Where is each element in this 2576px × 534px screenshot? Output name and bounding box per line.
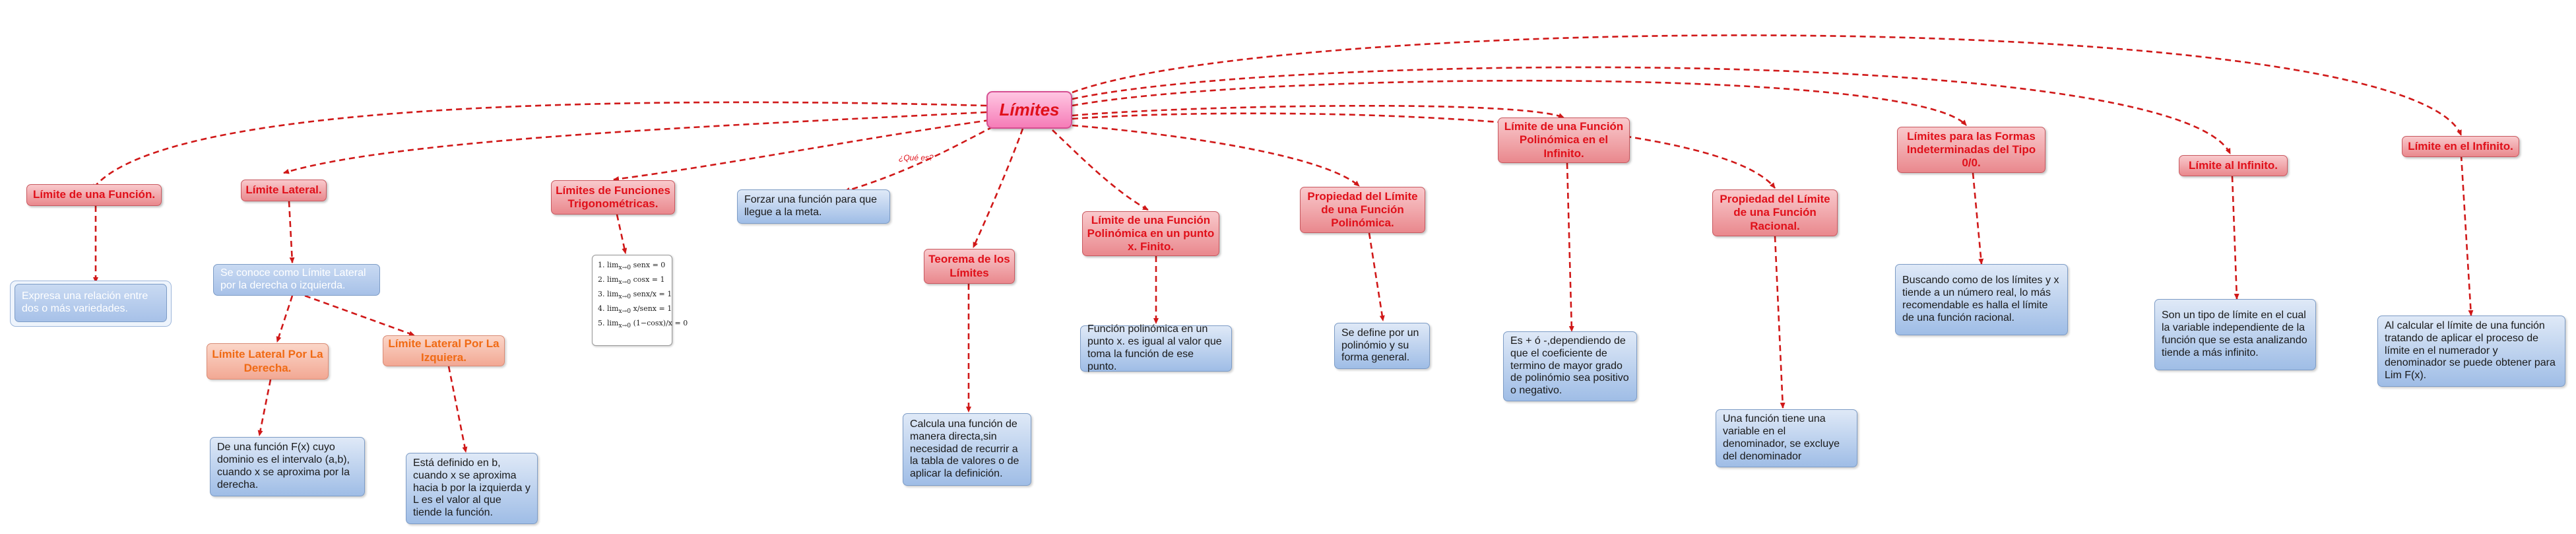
- note-text: Se conoce como Límite Lateral por la der…: [220, 267, 366, 291]
- concept-label: Límite al Infinito.: [2188, 158, 2278, 172]
- concept-label: Límite Lateral Por La Izquiera.: [388, 337, 499, 364]
- concept-limite-funcion[interactable]: Límite de una Función.: [26, 184, 162, 206]
- concept-label: Propiedad del Límite de una Función Poli…: [1307, 189, 1418, 230]
- link-main-teorema: [972, 128, 1024, 248]
- concept-label: Teorema de los Límites: [928, 253, 1010, 279]
- note-text: Es + ó -,dependiendo de que el coeficien…: [1510, 335, 1629, 397]
- note-text: Forzar una función para que llegue a la …: [744, 194, 878, 218]
- trig-formula-4: 4. limx→0 x/senx = 1: [598, 304, 672, 316]
- link-main-prop-racional: [1072, 112, 1776, 189]
- link-main-que-es: [844, 125, 994, 193]
- concept-label: Límite de una Función Polinómica en el I…: [1504, 120, 1624, 160]
- concept-label: Límite Lateral.: [245, 184, 322, 197]
- note-limite-polinomica: Función polinómica en un punto x. es igu…: [1080, 323, 1232, 372]
- note-text: Al calcular el límite de una función tra…: [2385, 319, 2556, 382]
- concept-label: Límite Lateral Por La Derecha.: [212, 348, 323, 374]
- note-lateral-izquierda: Está definido en b, cuando x se aproxima…: [406, 453, 538, 524]
- note-limite-lateral: Se conoce como Límite Lateral por la der…: [213, 264, 380, 296]
- concept-propiedad-racional[interactable]: Propiedad del Límite de una Función Raci…: [1712, 189, 1838, 236]
- concept-limite-en-infinito[interactable]: Límite en el Infinito.: [2402, 136, 2519, 157]
- link-main-prop-polinomica: [1072, 124, 1360, 187]
- link-main-lim-trig: [613, 119, 990, 182]
- note-propiedad-polinomica: Se define por un polinómio y su forma ge…: [1334, 323, 1430, 369]
- trig-formula-1: 1. limx→0 senx = 0: [598, 261, 666, 272]
- trig-formulas-box: 1. limx→0 senx = 0 2. limx→0 cosx = 1 3.…: [592, 255, 688, 346]
- link-main-limite-lateral: [283, 111, 987, 174]
- link-lateral-izquierda: [304, 294, 415, 337]
- note-text: Está definido en b, cuando x se aproxima…: [413, 457, 531, 519]
- concept-label: Límite de una Función Polinómica en un p…: [1087, 213, 1215, 253]
- trig-formula-2: 2. limx→0 cosx = 1: [598, 275, 665, 286]
- note-text: Buscando como de los límites y x tiende …: [1902, 275, 2059, 323]
- concept-limite-lateral[interactable]: Límite Lateral.: [241, 180, 327, 201]
- note-text: Se define por un polinómio y su forma ge…: [1341, 327, 1419, 364]
- concept-propiedad-polinomica[interactable]: Propiedad del Límite de una Función Poli…: [1300, 187, 1425, 233]
- link-limite-en-infinito-note: [2460, 154, 2474, 316]
- note-teorema: Calcula una función de manera directa,si…: [903, 413, 1031, 486]
- link-main-limite-en-infinito: [1072, 34, 2463, 136]
- note-lateral-derecha: De una función F(x) cuyo dominio es el i…: [210, 437, 365, 496]
- concept-label: Límite en el Infinito.: [2408, 139, 2513, 152]
- trig-formula-5: 5. limx→0 (1−cosx)/x = 0: [598, 319, 688, 330]
- note-limite-al-infinito: Son un tipo de límite en el cual la vari…: [2154, 299, 2316, 370]
- link-derecha-note: [257, 379, 272, 436]
- concept-label: Límites de Funciones Trigonométricas.: [556, 184, 670, 210]
- link-main-lim-inf-pol: [1072, 104, 1564, 119]
- concept-limite-al-infinito[interactable]: Límite al Infinito.: [2179, 155, 2288, 176]
- concept-limite-polinomica-infinito[interactable]: Límite de una Función Polinómica en el I…: [1498, 117, 1630, 163]
- note-text: Calcula una función de manera directa,si…: [910, 418, 1019, 480]
- concept-limites-trigonometricas[interactable]: Límites de Funciones Trigonométricas.: [551, 180, 675, 215]
- concept-label: Límites para las Formas Indeterminadas d…: [1906, 129, 2036, 170]
- link-prop-racional-note: [1774, 236, 1786, 409]
- main-topic-label: Límites: [999, 100, 1060, 120]
- note-formas-indeterminadas: Buscando como de los límites y x tiende …: [1895, 264, 2068, 335]
- concept-teorema-limites[interactable]: Teorema de los Límites: [924, 249, 1015, 284]
- note-text: Función polinómica en un punto x. es igu…: [1087, 323, 1222, 372]
- link-limite-al-infinito-note: [2231, 176, 2239, 300]
- note-text: Expresa una relación entre dos o más var…: [22, 290, 148, 314]
- link-main-indeterminadas: [1072, 79, 1967, 126]
- note-text: Una función tiene una variable en el den…: [1723, 413, 1840, 462]
- concept-lateral-derecha[interactable]: Límite Lateral Por La Derecha.: [207, 343, 329, 380]
- note-limite-funcion: Expresa una relación entre dos o más var…: [15, 284, 167, 322]
- note-text: Son un tipo de límite en el cual la vari…: [2162, 310, 2307, 358]
- trig-formula-3: 3. limx→0 senx/x = 1: [598, 290, 672, 301]
- note-que-es: Forzar una función para que llegue a la …: [737, 189, 890, 224]
- note-text: De una función F(x) cuyo dominio es el i…: [217, 442, 350, 490]
- link-indeterminadas-note: [1972, 172, 1984, 265]
- note-limite-en-infinito: Al calcular el límite de una función tra…: [2377, 316, 2565, 387]
- concept-formas-indeterminadas[interactable]: Límites para las Formas Indeterminadas d…: [1897, 127, 2045, 173]
- edge-label-que-es: ¿Qué es?: [899, 153, 934, 162]
- concept-lateral-izquierda[interactable]: Límite Lateral Por La Izquiera.: [383, 335, 505, 366]
- link-izquierda-note: [447, 366, 468, 453]
- link-lim-inf-pol-note: [1566, 162, 1574, 332]
- note-limite-infinito-pol: Es + ó -,dependiendo de que el coeficien…: [1503, 331, 1637, 401]
- concept-label: Propiedad del Límite de una Función Raci…: [1720, 193, 1830, 232]
- concept-limite-polinomica-finito[interactable]: Límite de una Función Polinómica en un p…: [1082, 211, 1219, 256]
- link-prop-polinomica-note: [1368, 232, 1385, 321]
- main-topic-limites[interactable]: Límites: [986, 91, 1072, 129]
- link-main-lim-polinomica: [1052, 129, 1149, 211]
- concept-label: Límite de una Función.: [32, 188, 156, 201]
- link-main-limite-al-infinito: [1072, 66, 2232, 154]
- note-propiedad-racional: Una función tiene una variable en el den…: [1716, 409, 1857, 467]
- link-lim-trig-formulas: [616, 214, 628, 254]
- link-main-limite-funcion: [91, 101, 987, 190]
- link-limite-lateral-note: [288, 201, 295, 263]
- link-lateral-derecha: [276, 295, 294, 343]
